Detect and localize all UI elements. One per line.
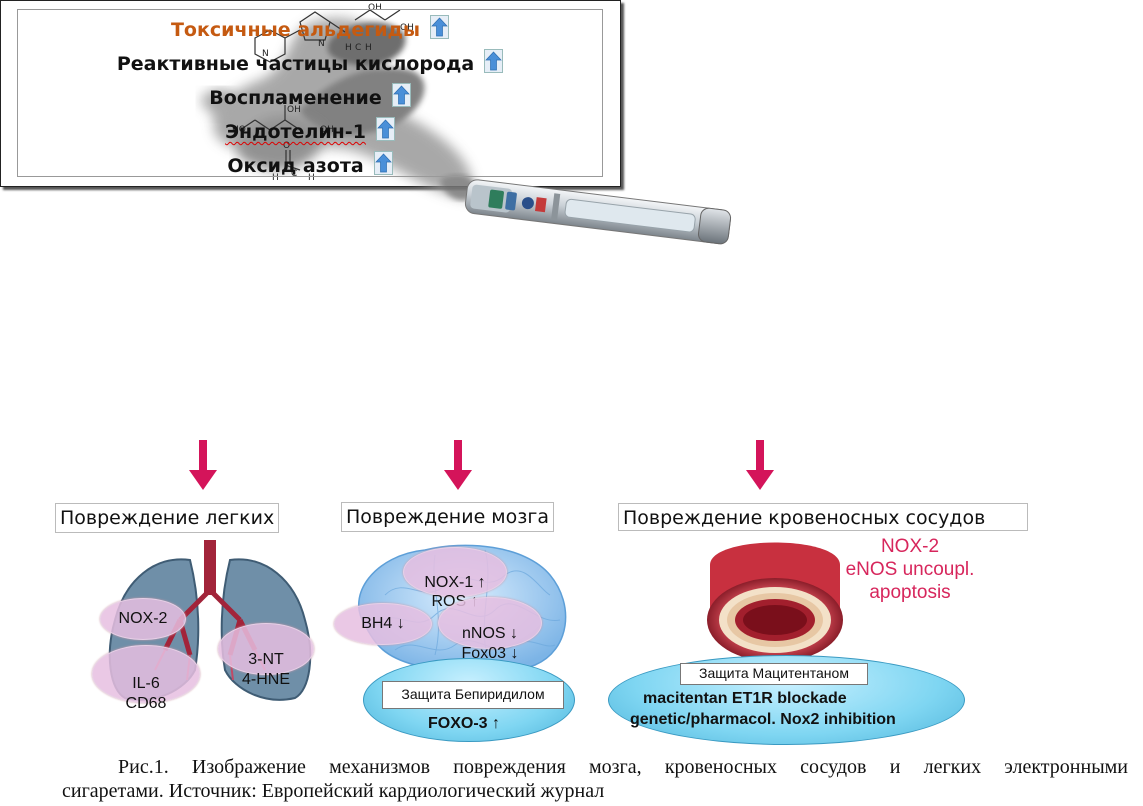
factor-toxic-aldehydes: Токсичные альдегиды (18, 15, 602, 41)
increase-arrow-icon (430, 15, 450, 39)
vessel-marker-nox2: NOX-2 (880, 536, 940, 557)
marker-oval-il6-cd68: IL-6 CD68 (92, 645, 200, 712)
increase-arrow-icon (484, 49, 504, 73)
molecule-label-h3: H (272, 173, 279, 183)
molecule-label-ho: HO (232, 125, 246, 135)
marker-text: 3-NT 4-HNE (241, 651, 290, 688)
increase-arrow-icon (375, 117, 395, 141)
vessel-effect-line2: genetic/pharmacol. Nox2 inhibition (630, 711, 896, 728)
blood-vessel-illustration (707, 542, 843, 662)
molecule-label-oh2: OH (400, 23, 414, 33)
pyridine-ring-icon (254, 29, 286, 63)
molecule-label-o: O (283, 141, 290, 151)
increase-arrow-icon (373, 151, 393, 175)
figure-caption-line2: сигаретами. Источник: Европейский кардио… (62, 780, 605, 802)
arrow-to-vessels-icon (746, 440, 774, 490)
vessel-marker-list: NOX-2 eNOS uncoupl. apoptosis (840, 535, 980, 604)
molecule-label-oh4: OH (287, 105, 301, 115)
pyrrolidine-ring-icon (299, 11, 331, 41)
molecule-label-c2: C (291, 169, 297, 179)
factor-label: Токсичные альдегиды (170, 19, 421, 41)
molecule-label-oh1: OH (368, 3, 382, 13)
marker-text: nNOS ↓ Fox03 ↓ (461, 625, 519, 662)
figure-caption-line1: Рис.1. Изображение механизмов повреждени… (118, 756, 1128, 778)
vessel-marker-enos: eNOS uncoupl. (845, 559, 975, 580)
molecule-label-n1: N (262, 49, 269, 59)
factor-label: Воспламенение (209, 87, 382, 109)
factor-label: Эндотелин-1 (225, 121, 366, 143)
marker-text: BH4 ↓ (361, 615, 405, 632)
risk-factors-box: Токсичные альдегиды Реактивные частицы к… (0, 0, 621, 187)
lung-damage-label: Повреждение легких (55, 503, 280, 533)
marker-oval-bh4: BH4 ↓ (334, 603, 432, 645)
marker-oval-nox2-lung: NOX-2 (100, 598, 186, 640)
vessel-marker-apoptosis: apoptosis (869, 582, 951, 603)
brain-damage-label: Повреждение мозга (341, 502, 554, 532)
vessel-effect-line1: macitentan ET1R blockade (643, 690, 847, 707)
marker-oval-3nt-4hne: 3-NT 4-HNE (218, 623, 314, 688)
e-cigarette-icon (464, 179, 732, 245)
molecule-label-h4: H (308, 173, 315, 183)
factor-inflammation: Воспламенение (18, 83, 602, 109)
molecule-label-n2: N (318, 39, 325, 49)
marker-text: NOX-2 (118, 610, 168, 627)
marker-oval-nox1-ros: NOX-1 ↑ ROS ↑ (403, 547, 507, 610)
factor-label: Оксид азота (227, 155, 364, 177)
arrow-to-brain-icon (444, 440, 472, 490)
molecule-label-c1: C (355, 43, 361, 53)
bepridil-protection-label: Защита Бепиридилом (382, 681, 564, 709)
molecule-sketches (239, 9, 401, 171)
vessel-damage-label: Повреждение кровеносных сосудов (618, 503, 1028, 531)
molecule-label-h2: H (365, 43, 372, 53)
marker-text: IL-6 CD68 (125, 675, 167, 712)
marker-oval-nnos-fox03: nNOS ↓ Fox03 ↓ (438, 597, 542, 662)
molecule-label-oh3: OH (320, 125, 334, 135)
factor-reactive-oxygen: Реактивные частицы кислорода (18, 49, 602, 75)
arrow-to-lungs-icon (189, 440, 217, 490)
increase-arrow-icon (391, 83, 411, 107)
factor-label: Реактивные частицы кислорода (116, 53, 475, 75)
macitentan-protection-label: Защита Мацитентаном (680, 663, 868, 685)
factor-endothelin: Эндотелин-1 (18, 117, 602, 143)
risk-factors-inner-frame: Токсичные альдегиды Реактивные частицы к… (17, 9, 603, 177)
molecule-label-h1: H (345, 43, 352, 53)
factor-nitric-oxide: Оксид азота (18, 151, 602, 177)
foxo3-effect: FOXO-3 ↑ (428, 715, 501, 732)
